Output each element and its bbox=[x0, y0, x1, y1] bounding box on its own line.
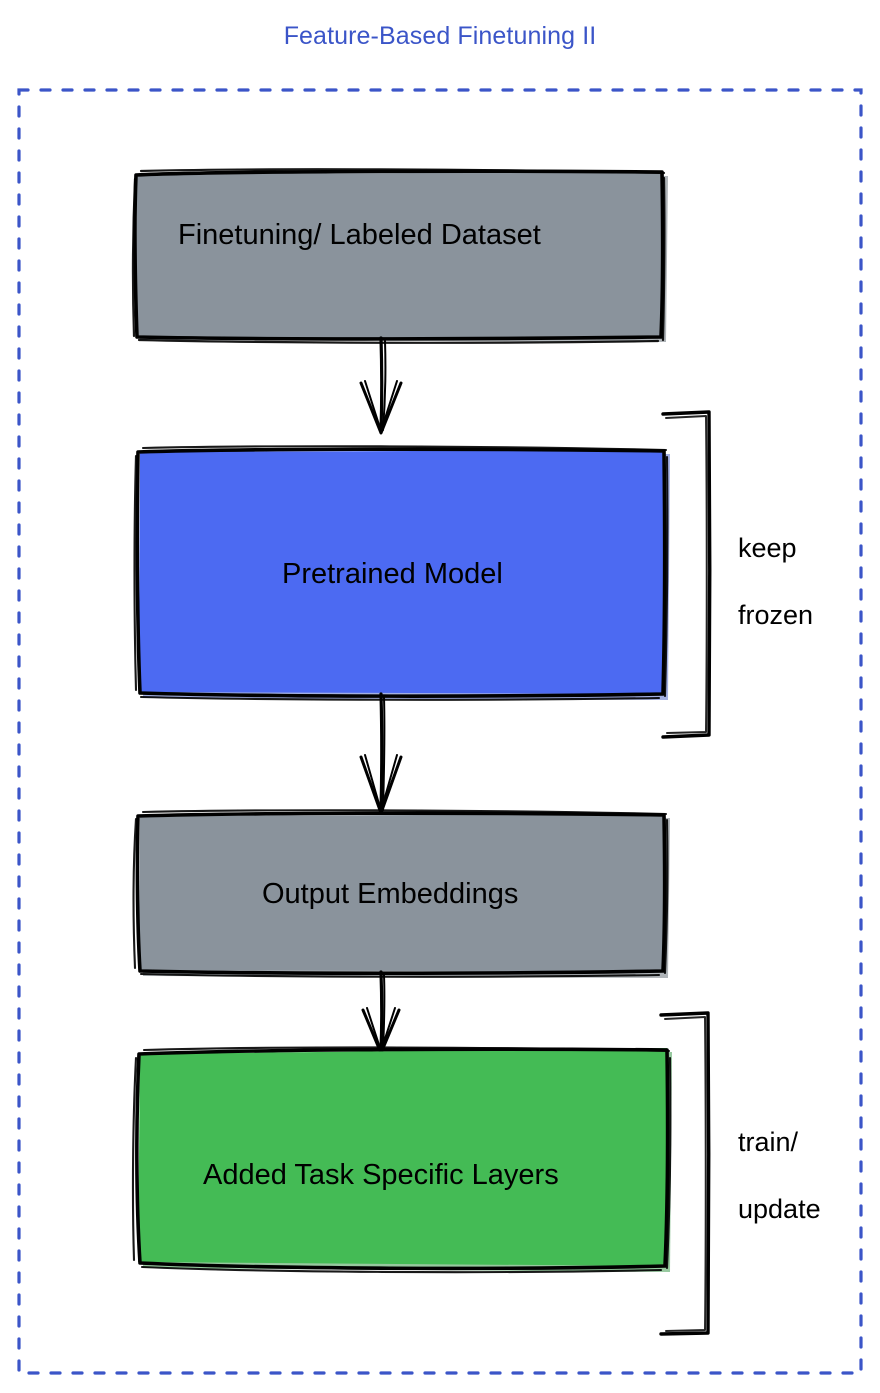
node-dataset[interactable] bbox=[131, 168, 668, 344]
annotation-train-update-line-1: train/ bbox=[738, 1126, 799, 1157]
bracket-train-update-path bbox=[659, 1011, 711, 1336]
node-dataset-outline-sketch bbox=[131, 168, 666, 344]
node-task-layers-outline-sketch bbox=[131, 1046, 672, 1274]
node-task-layers[interactable] bbox=[131, 1046, 672, 1274]
node-output-embeddings-outline bbox=[135, 811, 667, 976]
node-task-layers-fill bbox=[138, 1048, 667, 1266]
annotation-keep-frozen: keep frozen bbox=[738, 498, 813, 667]
diagram-title: Feature-Based Finetuning II bbox=[283, 22, 597, 50]
bracket-train-update bbox=[659, 1011, 711, 1336]
edge-arrow-line bbox=[379, 336, 384, 434]
edge-dataset-to-pretrained-model bbox=[359, 336, 403, 435]
node-output-embeddings[interactable] bbox=[132, 809, 670, 978]
bracket-keep-frozen bbox=[661, 410, 712, 739]
edge-arrow-line bbox=[379, 692, 384, 814]
edge-arrow-line-sketch bbox=[382, 696, 386, 811]
bracket-keep-frozen-path bbox=[661, 410, 712, 739]
node-pretrained-model-outline-sketch bbox=[133, 445, 669, 701]
annotation-train-update-line-2: update bbox=[738, 1194, 821, 1225]
node-pretrained-model-fill bbox=[139, 450, 664, 694]
node-dataset-fill bbox=[136, 172, 663, 338]
node-pretrained-model-outline bbox=[135, 447, 667, 698]
edge-arrowhead-sketch bbox=[364, 380, 398, 432]
node-output-embeddings-label: Output Embeddings bbox=[262, 878, 519, 910]
edge-output-embeddings-to-task-layers bbox=[361, 970, 401, 1055]
node-task-layers-outline bbox=[135, 1047, 670, 1271]
annotation-keep-frozen-line-1: keep bbox=[738, 532, 797, 563]
bracket-keep-frozen-sketch bbox=[665, 415, 708, 734]
node-pretrained-model-label: Pretrained Model bbox=[282, 558, 503, 590]
edge-pretrained-model-to-output-embeddings bbox=[359, 692, 403, 815]
node-dataset-outline bbox=[133, 169, 665, 341]
annotation-keep-frozen-line-2: frozen bbox=[738, 600, 814, 631]
node-pretrained-model[interactable] bbox=[133, 445, 671, 701]
edge-arrow-line bbox=[379, 970, 384, 1053]
node-task-layers-label: Added Task Specific Layers bbox=[203, 1159, 559, 1191]
edge-arrowhead bbox=[359, 381, 403, 435]
node-dataset-label: Finetuning/ Labeled Dataset bbox=[178, 219, 541, 251]
dashed-container-border bbox=[17, 88, 863, 1375]
bracket-train-update-sketch bbox=[664, 1016, 707, 1332]
node-output-embeddings-fill bbox=[139, 814, 664, 972]
annotation-train-update: train/ update bbox=[738, 1092, 821, 1261]
node-output-embeddings-outline-sketch bbox=[132, 809, 669, 978]
